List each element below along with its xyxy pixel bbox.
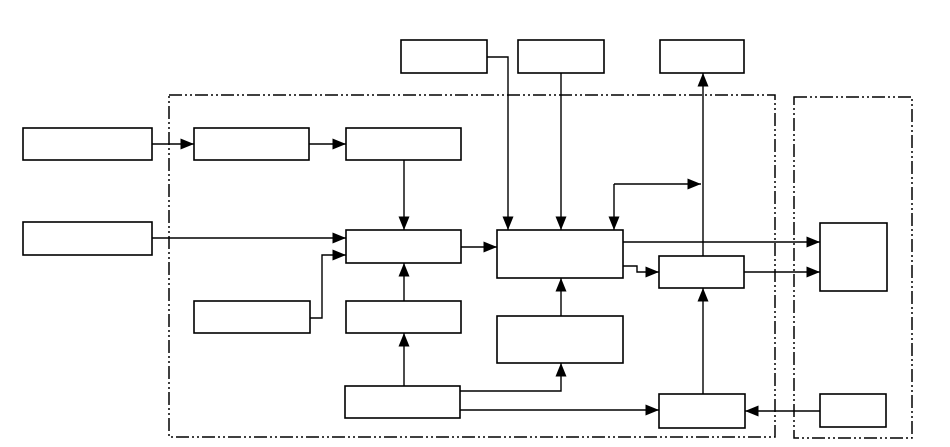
box-right-small <box>658 255 745 289</box>
box-center-left <box>345 229 462 264</box>
arrow-top1-to-main <box>487 56 514 230</box>
right-dashed-container <box>793 96 913 439</box>
arrow-row3left-to-centerleft <box>310 249 346 319</box>
box-top-1 <box>400 39 488 74</box>
box-row3-left <box>193 300 311 334</box>
box-row3-mid <box>345 300 462 334</box>
boxes-layer <box>22 39 888 429</box>
box-bottom-right <box>658 393 746 429</box>
box-left-mid <box>22 221 153 256</box>
box-below-main <box>496 315 624 364</box>
box-top-2 <box>517 39 605 74</box>
arrow-bottommid-to-belowmain <box>460 363 567 392</box>
arrows-layer <box>152 56 820 417</box>
main-dashed-container <box>168 94 776 438</box>
box-bottom-mid <box>344 385 461 419</box>
box-left-top <box>22 127 153 161</box>
box-top-3 <box>659 39 745 74</box>
box-output-square <box>819 222 888 292</box>
arrow-main-to-rightsmall <box>623 265 659 278</box>
box-center-main <box>496 229 624 279</box>
box-row1-left <box>193 127 310 161</box>
box-row1-right <box>345 127 462 161</box>
box-output-bottom <box>819 393 887 428</box>
containers-layer <box>168 94 913 439</box>
